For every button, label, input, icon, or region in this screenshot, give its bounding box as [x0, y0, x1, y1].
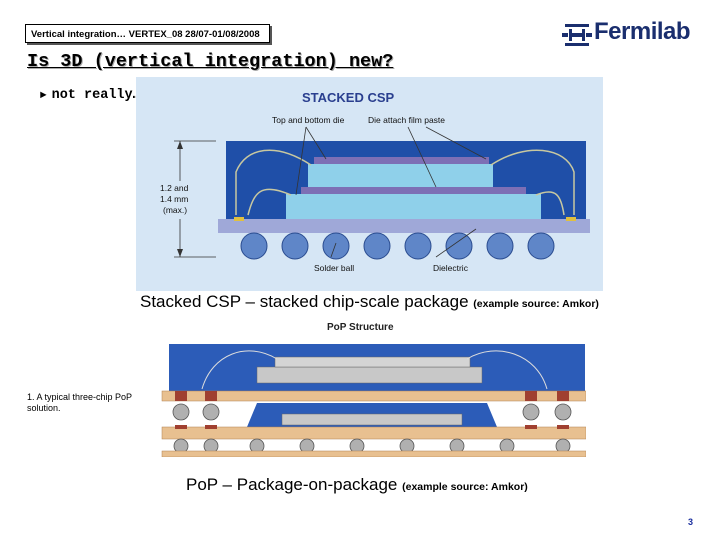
bottom-solder-balls: [173, 438, 571, 454]
label-dielectric: Dielectric: [433, 263, 469, 273]
pop-heading: PoP Structure: [327, 322, 394, 333]
label-height-3: (max.): [163, 205, 187, 215]
solder-balls: [240, 232, 555, 260]
csp-caption-source: (example source: Amkor): [473, 298, 599, 310]
label-top-bottom-die: Top and bottom die: [272, 115, 345, 125]
upper-die-2: [274, 356, 471, 368]
stacked-csp-diagram: STACKED CSP Top and bottom die Die attac…: [136, 77, 603, 291]
pop-caption-text: PoP – Package-on-package: [186, 475, 398, 494]
fermilab-icon: [562, 24, 592, 46]
pop-solder-balls: [172, 403, 572, 421]
csp-caption: Stacked CSP – stacked chip-scale package…: [140, 292, 599, 312]
substrate: [218, 219, 590, 233]
page-number: 3: [688, 517, 694, 527]
lower-substrate: [161, 426, 586, 440]
logo-text: Fermilab: [594, 18, 691, 45]
csp-heading: STACKED CSP: [302, 90, 395, 105]
label-height-2: 1.4 mm: [160, 194, 188, 204]
top-die: [308, 164, 493, 187]
film-paste-top: [314, 157, 489, 164]
bullet-arrow-icon: ►: [40, 90, 47, 102]
upper-substrate: [161, 390, 586, 402]
callout-arrows: [295, 126, 487, 258]
label-solder-ball: Solder ball: [314, 263, 354, 273]
upper-die-1: [256, 366, 483, 384]
conference-label: Vertical integration… VERTEX_08 28/07-01…: [25, 24, 270, 43]
label-height-1: 1.2 and: [160, 183, 189, 193]
bottom-die: [286, 194, 541, 219]
pop-caption: PoP – Package-on-package (example source…: [186, 475, 528, 495]
fermilab-logo: Fermilab: [562, 18, 702, 50]
board: [161, 450, 586, 457]
csp-caption-text: Stacked CSP – stacked chip-scale package: [140, 292, 469, 311]
film-paste-bottom: [301, 187, 526, 194]
slide-title: Is 3D (vertical integration) new?: [27, 51, 394, 72]
pop-caption-source: (example source: Amkor): [402, 481, 528, 493]
lower-die: [281, 413, 463, 426]
label-die-attach-film: Die attach film paste: [368, 115, 445, 125]
pop-diagram: PoP Structure: [161, 322, 586, 457]
wire-bonds: [235, 149, 575, 216]
pop-note: 1. A typical three-chip PoP solution.: [27, 392, 132, 413]
